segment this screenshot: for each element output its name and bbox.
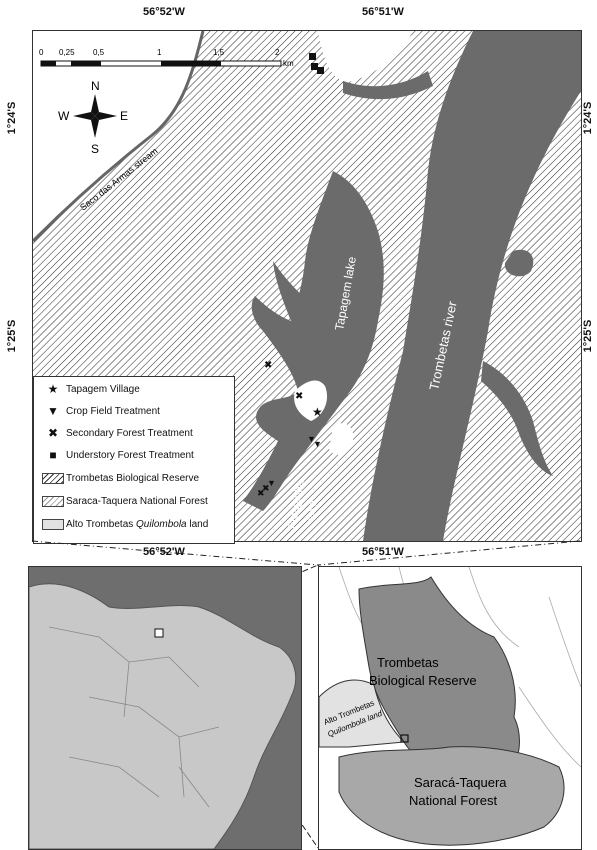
svg-text:▼: ▼ [313,439,322,449]
upper-channel [343,71,433,100]
national-forest-area [338,746,565,846]
forest-label-1: Saracá-Taquera [414,775,507,790]
coord-right-top: 1°24'S [582,101,594,135]
scale-label-0: 0 [39,48,44,57]
coord-left-bottom: 1°25'S [6,319,18,353]
legend-item-national-forest: Saraca-Taquera National Forest [40,492,208,510]
legend-item-reserve: Trombetas Biological Reserve [40,469,199,487]
svg-text:✖: ✖ [295,391,303,402]
svg-text:▼: ▼ [267,478,276,488]
tapaginha-lake-label: lake [304,500,319,522]
hatch-swatch-dark [42,472,64,484]
location-marker [154,628,164,638]
brazil-shape [29,583,297,849]
upper-white-area [318,31,413,82]
reserve-label-2: Biological Reserve [369,673,477,688]
west-label: W [58,109,70,123]
map-legend: ★ Tapagem Village ▼ Crop Field Treatment… [33,376,235,544]
lake-arm-1 [273,261,303,321]
legend-label-understory: Understory Forest Treatment [66,449,194,461]
river-island-lake [504,249,534,277]
legend-item-secondary: ✖ Secondary Forest Treatment [40,424,193,442]
village-point: ★ [312,405,323,419]
svg-text:✖: ✖ [262,483,270,493]
understory-points [309,53,324,74]
coord-right-bottom: 1°25'S [582,319,594,353]
legend-item-crop: ▼ Crop Field Treatment [40,402,160,420]
regional-inset-svg: Trombetas Biological Reserve Alto Trombe… [319,567,581,846]
hatch-swatch-light [42,495,64,507]
legend-label-national-forest: Saraca-Taquera National Forest [66,495,208,507]
brazil-inset-svg [29,583,297,849]
quilombola-area [319,679,406,748]
legend-label-crop: Crop Field Treatment [66,405,160,417]
north-label: N [91,79,100,93]
trombetas-river [363,31,581,541]
cross-icon: ✖ [47,426,59,440]
lake-arm-2 [305,201,331,261]
legend-item-village: ★ Tapagem Village [40,380,140,398]
coord-bottom-right: 56°51'W [362,546,404,558]
lake-island-white [294,380,328,421]
legend-item-understory: ■ Understory Forest Treatment [40,446,194,464]
legend-item-quilombola: Alto Trombetas Quilombola land [40,515,208,533]
regional-inset-map: Trombetas Biological Reserve Alto Trombe… [318,566,582,850]
scale-label-1: 1 [157,48,162,57]
legend-label-reserve: Trombetas Biological Reserve [66,472,200,484]
reserve-label-1: Trombetas [377,655,439,670]
secondary-forest-points: ✖ ✖ [264,360,303,402]
north-arrow: N S E W [58,79,128,156]
triangle-down-icon: ▼ [47,404,59,418]
forest-label-2: National Forest [409,793,498,808]
crop-field-cluster: ✖ ✖ ▼ [257,478,276,498]
tapagem-lake [243,171,384,511]
stream-line [33,31,205,243]
legend-label-village: Tapagem Village [66,383,140,395]
scale-label-025: 0,25 [59,48,75,57]
east-label: E [120,109,128,123]
south-label: S [91,142,99,156]
study-area-marker [400,734,409,743]
scale-label-2: 2 [275,48,280,57]
crop-field-points: ▼ ▼ [307,434,322,449]
coord-top-left: 56°52'W [143,6,185,18]
square-icon: ■ [49,448,57,462]
scale-unit: km [283,59,294,68]
scale-label-15: 1,5 [213,48,225,57]
svg-text:✖: ✖ [257,488,265,498]
lake-island-white-2 [329,423,354,455]
state-borders [48,626,220,808]
svg-text:✖: ✖ [264,360,272,371]
outside-land-area [33,31,203,241]
scale-label-05: 0,5 [93,48,105,57]
east-lake [481,361,553,476]
coord-bottom-left: 56°52'W [143,546,185,558]
scale-bar: 0 0,25 0,5 1 1,5 2 km [39,48,294,68]
coord-top-right: 56°51'W [362,6,404,18]
legend-label-secondary: Secondary Forest Treatment [66,427,193,439]
brazil-inset-map [28,566,302,850]
coord-left-top: 1°24'S [6,101,18,135]
fill-swatch-light [42,518,64,530]
legend-label-quilombola: Alto Trombetas Quilombola land [66,518,209,530]
svg-text:▼: ▼ [307,434,316,444]
star-icon: ★ [47,382,59,396]
